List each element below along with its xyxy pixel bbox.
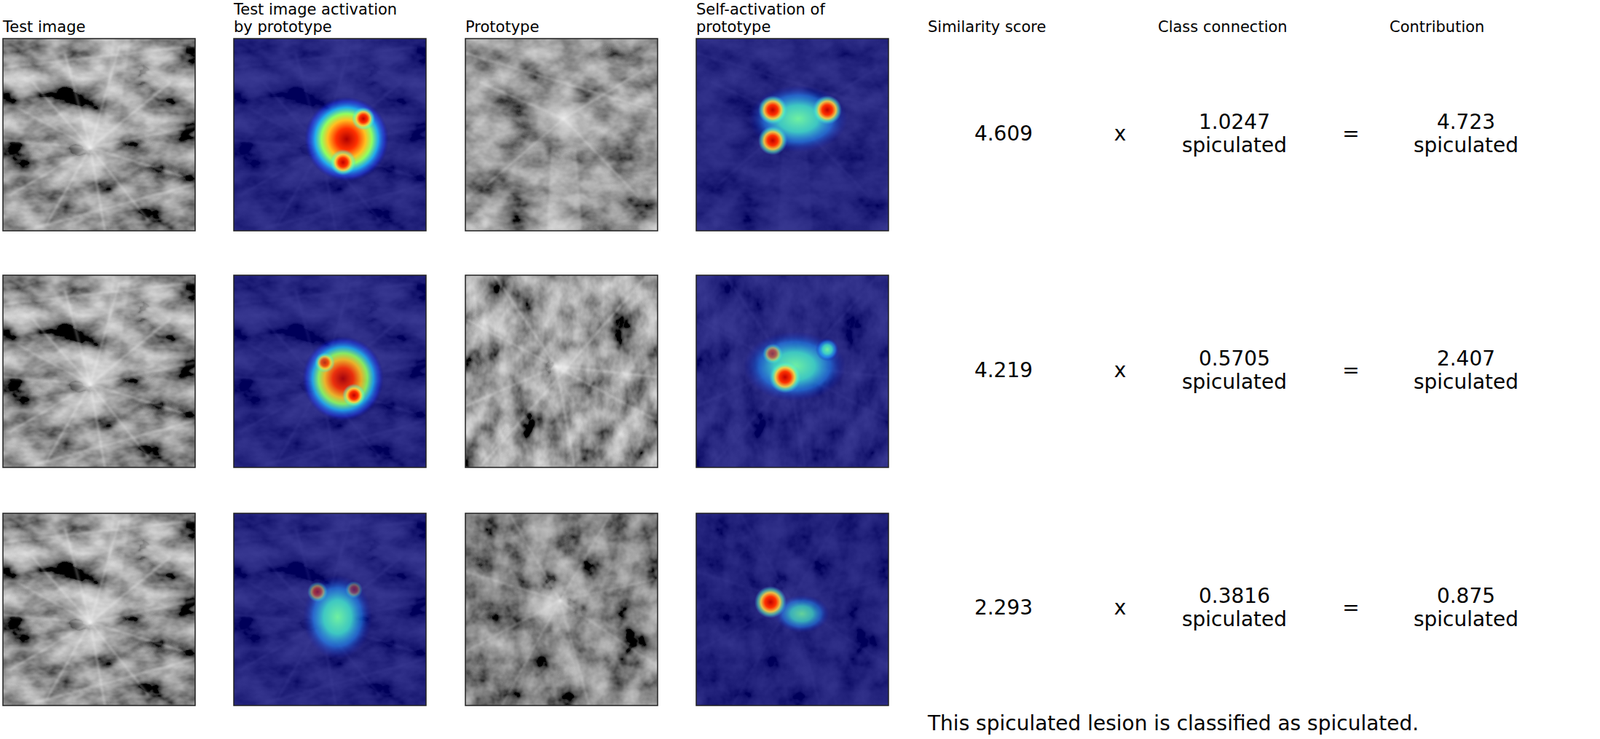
- row-value: 4.609: [974, 122, 1033, 146]
- row-value: x: [1114, 359, 1127, 383]
- test-image: [2, 36, 196, 231]
- row-value: =: [1342, 122, 1359, 146]
- column-header: Contribution: [1389, 18, 1485, 36]
- row-value: 0.875 spiculated: [1404, 584, 1528, 632]
- activation-map: [233, 273, 427, 468]
- row-value: 2.293: [974, 596, 1033, 620]
- activation-map: [233, 511, 427, 706]
- prototype-image: [465, 275, 658, 468]
- row-value: x: [1114, 122, 1127, 146]
- prototype-image: [465, 38, 658, 231]
- self-activation-map: [696, 275, 889, 468]
- row-value: 0.3816 spiculated: [1172, 584, 1297, 632]
- row-value: =: [1342, 596, 1359, 620]
- test-image: [2, 511, 196, 706]
- column-header: Prototype: [465, 18, 539, 36]
- row-value: 2.407 spiculated: [1404, 347, 1528, 394]
- self-activation-map: [696, 513, 889, 706]
- test-image: [2, 273, 196, 468]
- caption: This spiculated lesion is classified as …: [927, 712, 1419, 736]
- column-header: Class connection: [1157, 18, 1288, 36]
- row-value: x: [1114, 596, 1127, 620]
- column-header: Test image: [2, 18, 86, 36]
- self-activation-map: [696, 38, 889, 231]
- row-value: 1.0247 spiculated: [1172, 110, 1297, 158]
- row-value: 4.723 spiculated: [1404, 110, 1528, 158]
- prototype-image: [465, 513, 658, 706]
- row-value: 4.219: [974, 359, 1033, 383]
- column-header: Similarity score: [927, 18, 1046, 36]
- row-value: =: [1342, 359, 1359, 383]
- row-value: 0.5705 spiculated: [1172, 347, 1297, 394]
- column-header: Self-activation of prototype: [696, 0, 879, 36]
- activation-map: [233, 36, 427, 231]
- column-header: Test image activation by prototype: [233, 0, 416, 36]
